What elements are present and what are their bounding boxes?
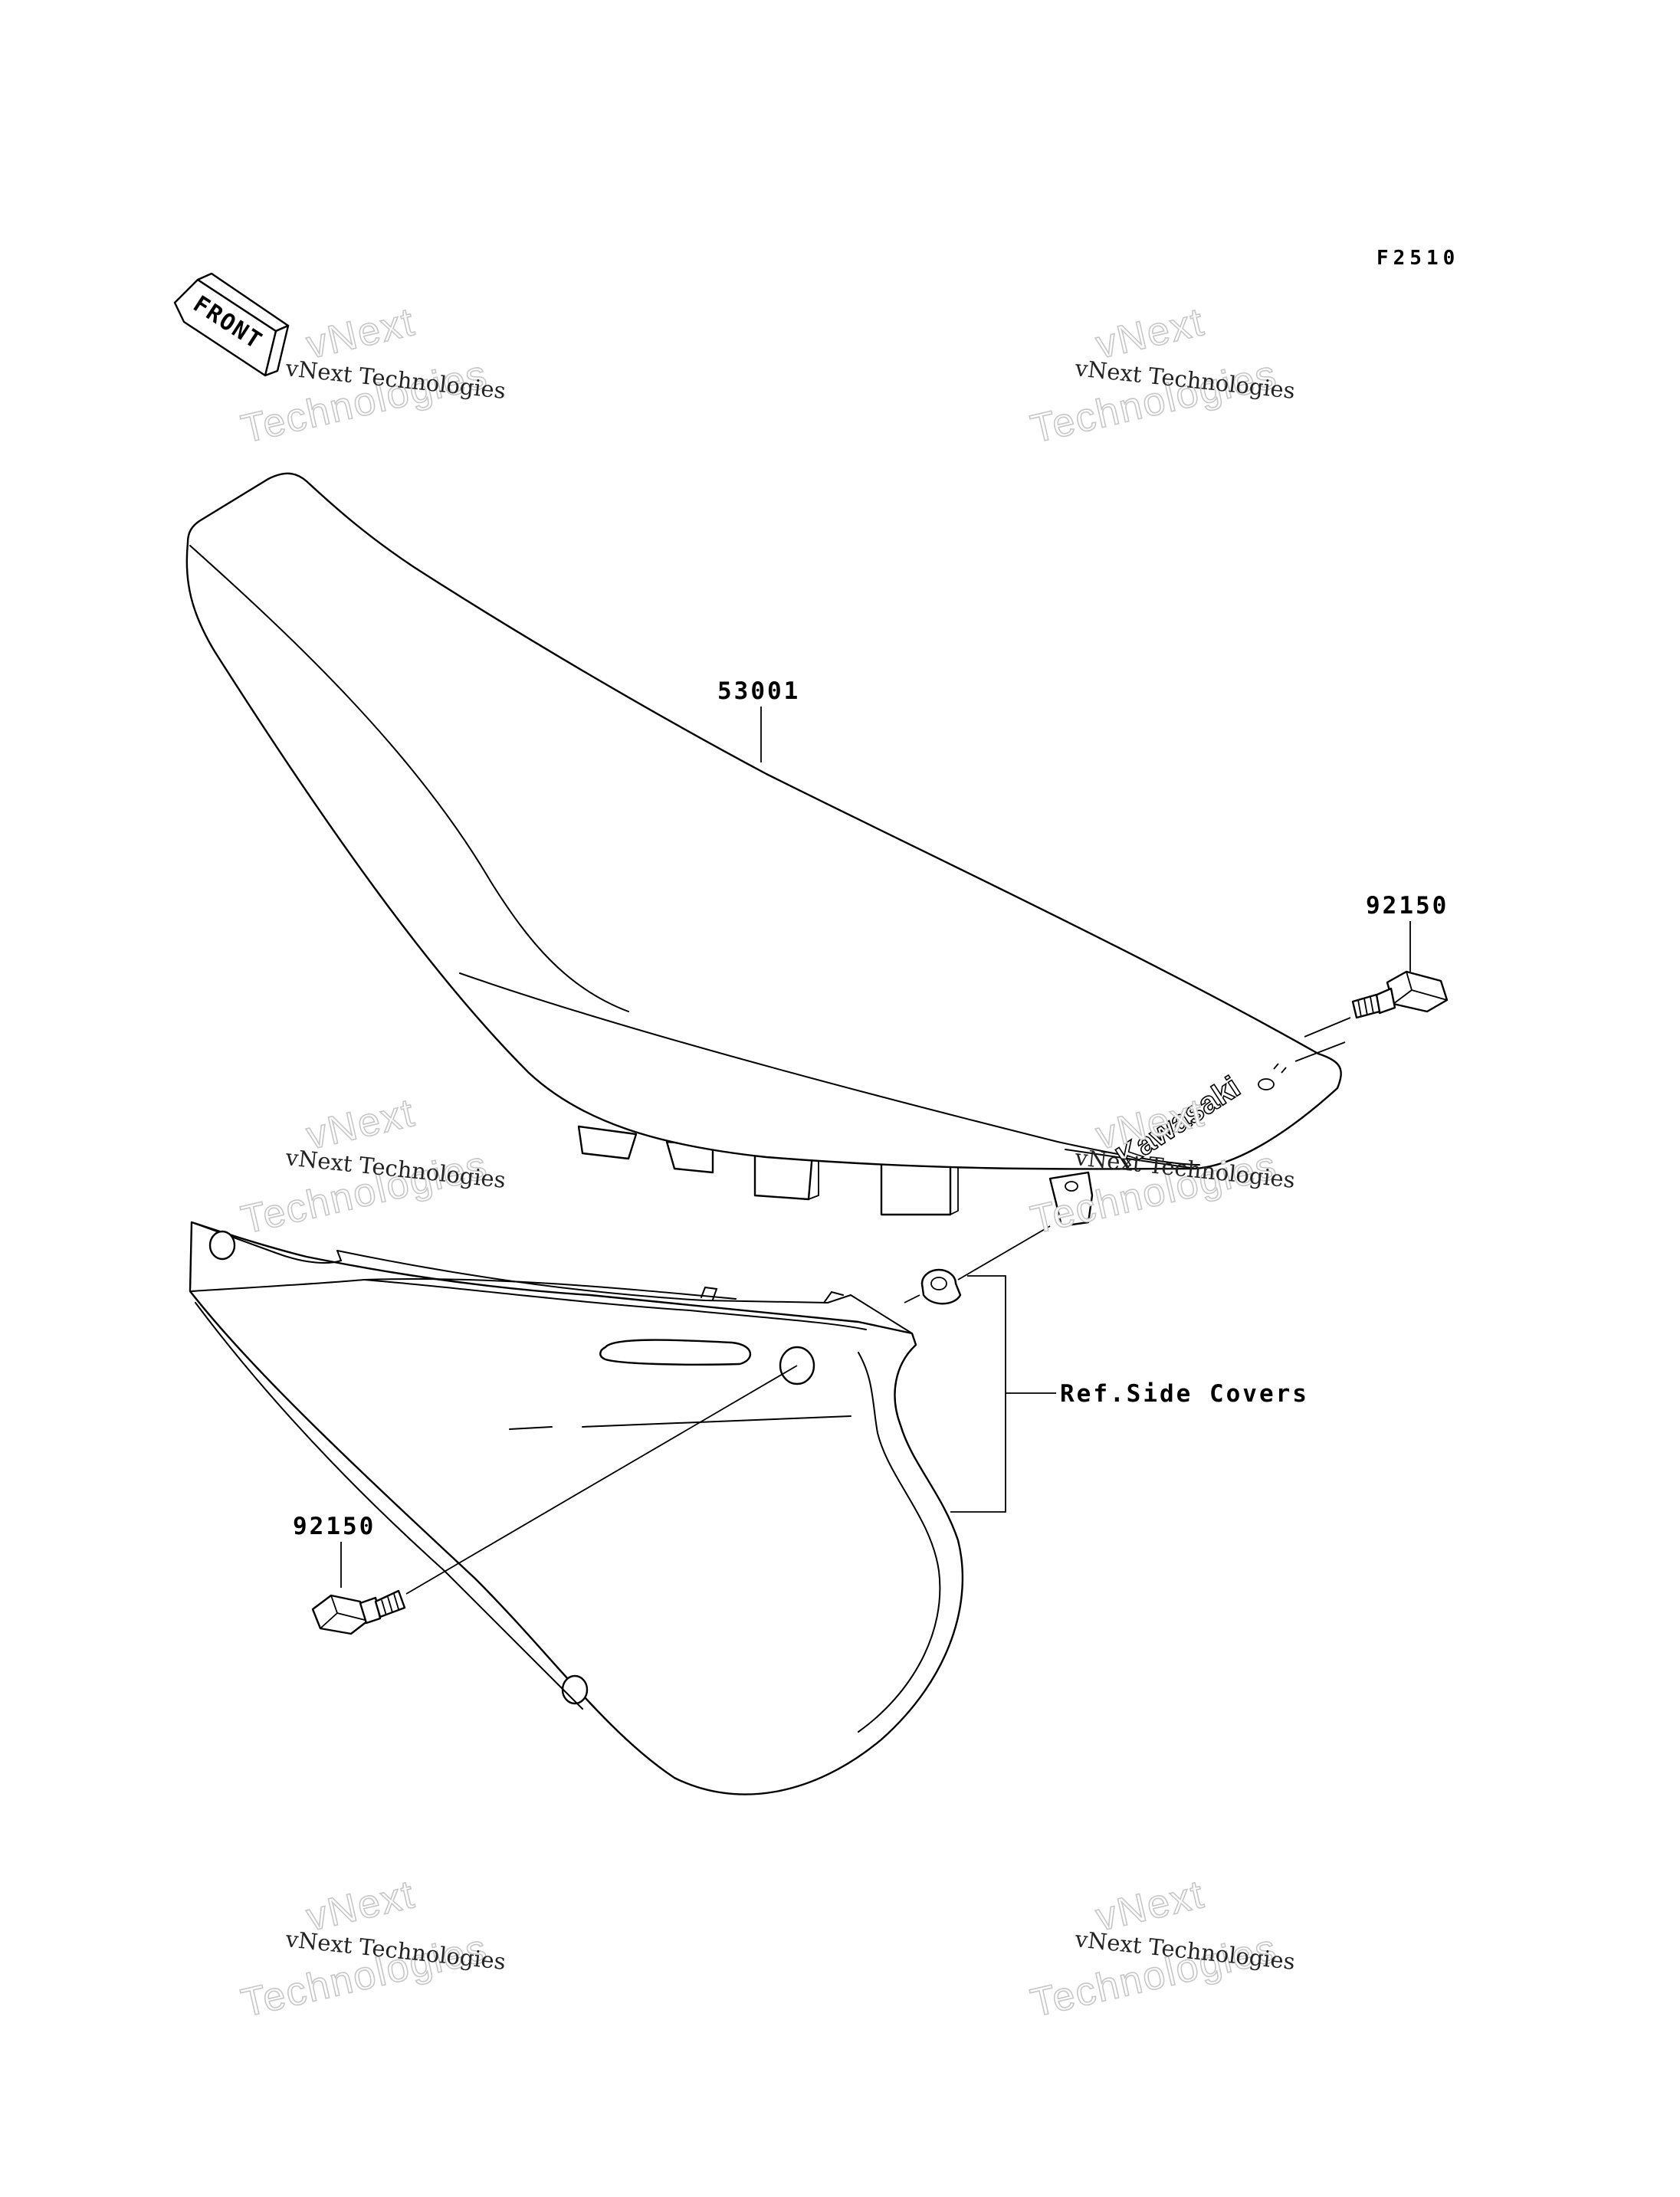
watermark-1-line1: vNext: [303, 300, 419, 368]
watermark-2-line1: vNext: [1092, 300, 1209, 368]
bolt-92150-upper-icon: [1351, 970, 1449, 1019]
ref-side-covers-label: Ref.Side Covers: [1060, 1380, 1309, 1408]
bolt-axis-lower: [405, 1365, 798, 1595]
bolt-axis-upper-2: [1304, 1017, 1351, 1038]
bolt-axis-upper: [1294, 1041, 1346, 1062]
grommet-axis-2: [904, 1294, 920, 1303]
watermark-4-line1: vNext: [1092, 1090, 1209, 1159]
ref-side-covers-bracket: [950, 1275, 1056, 1513]
watermark-3: vNext Technologies vNext Technologies: [237, 1090, 507, 1243]
part-number-92150-upper: 92150: [1366, 892, 1449, 920]
grommet-icon: [920, 1268, 962, 1305]
bolt-92150-lower-icon: [311, 1589, 406, 1635]
part-number-53001: 53001: [717, 677, 800, 705]
seat-53001: Kawasaki: [185, 472, 1342, 1216]
watermark-6: vNext Technologies vNext Technologies: [1026, 1871, 1296, 2026]
figure-code: F2510: [1376, 247, 1459, 270]
watermark-2: vNext Technologies vNext Technologies: [1026, 299, 1296, 452]
grommet-axis: [957, 1225, 1051, 1280]
watermark-5: vNext Technologies vNext Technologies: [237, 1871, 507, 2026]
part-number-92150-lower: 92150: [293, 1513, 376, 1540]
side-cover: [189, 1221, 964, 1795]
front-arrow-icon: FRONT: [173, 272, 290, 377]
seat-bracket: [1048, 1171, 1094, 1228]
